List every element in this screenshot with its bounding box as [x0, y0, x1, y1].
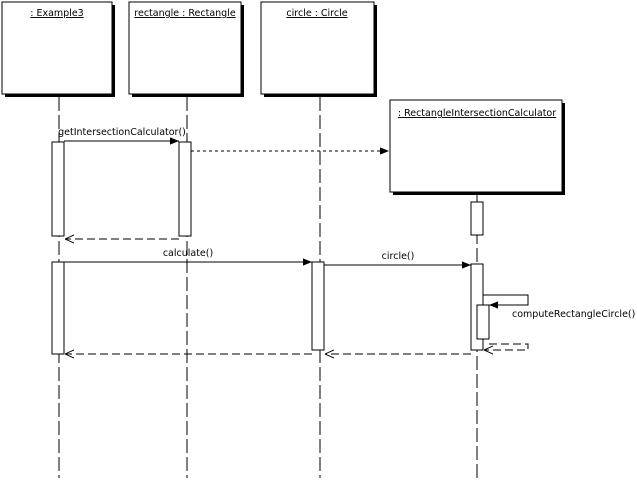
participant-circle: circle : Circle — [260, 1, 377, 97]
activation-example3-1 — [51, 141, 65, 237]
participant-calculator-label: : RectangleIntersectionCalculator — [398, 108, 556, 119]
participant-example3: : Example3 — [1, 1, 115, 97]
participant-calculator: : RectangleIntersectionCalculator — [389, 99, 565, 195]
message-get-intersection-calculator-label: getIntersectionCalculator() — [58, 127, 186, 138]
activation-circle — [311, 261, 325, 351]
message-compute-rectangle-circle: computeRectangleCircle() — [483, 294, 635, 320]
participant-example3-label: : Example3 — [30, 8, 83, 19]
activation-example3-2 — [51, 261, 65, 355]
message-compute-rectangle-circle-label: computeRectangleCircle() — [512, 309, 635, 320]
participant-rectangle: rectangle : Rectangle — [128, 1, 244, 97]
message-calculate: calculate() — [64, 248, 312, 266]
activation-calculator-create — [470, 201, 484, 236]
message-get-intersection-calculator: getIntersectionCalculator() — [58, 127, 186, 145]
activation-calculator-nested — [476, 304, 490, 340]
message-circle: circle() — [324, 251, 471, 269]
return-compute-rectangle-circle — [484, 343, 529, 350]
activation-rectangle-1 — [178, 141, 192, 237]
message-circle-label: circle() — [382, 251, 415, 262]
message-calculate-label: calculate() — [163, 248, 213, 259]
participant-circle-label: circle : Circle — [286, 8, 347, 19]
participant-rectangle-label: rectangle : Rectangle — [134, 8, 236, 19]
